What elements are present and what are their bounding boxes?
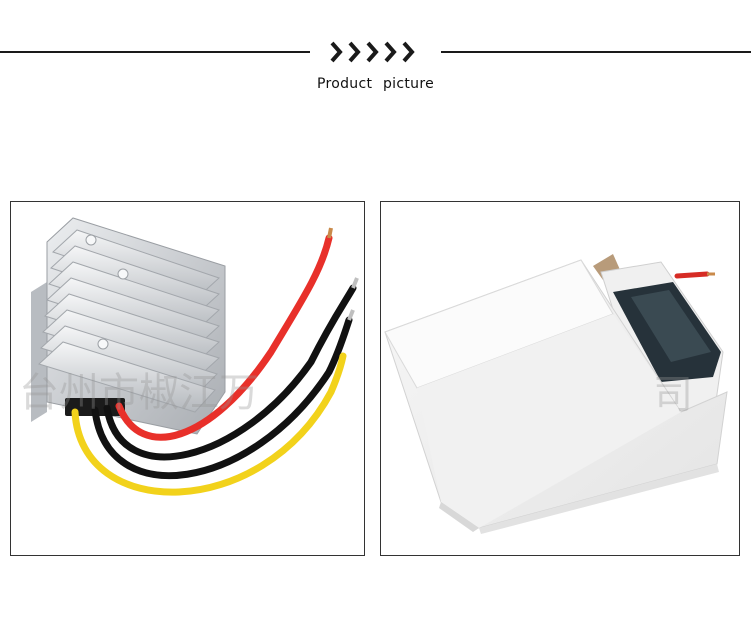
header-divider-left [0, 51, 310, 53]
watermark-text: 司 [653, 372, 693, 418]
watermark-text: 台州市椒江万 [19, 370, 259, 416]
header-divider-right [441, 51, 751, 53]
white-box-image [384, 254, 728, 534]
chevron-right-icon [330, 41, 415, 63]
product-photo-module: 台州市椒江万 [10, 201, 365, 556]
product-photo-box: 司 [380, 201, 740, 556]
converter-module-image [31, 217, 359, 496]
section-title: Product picture [316, 76, 434, 92]
